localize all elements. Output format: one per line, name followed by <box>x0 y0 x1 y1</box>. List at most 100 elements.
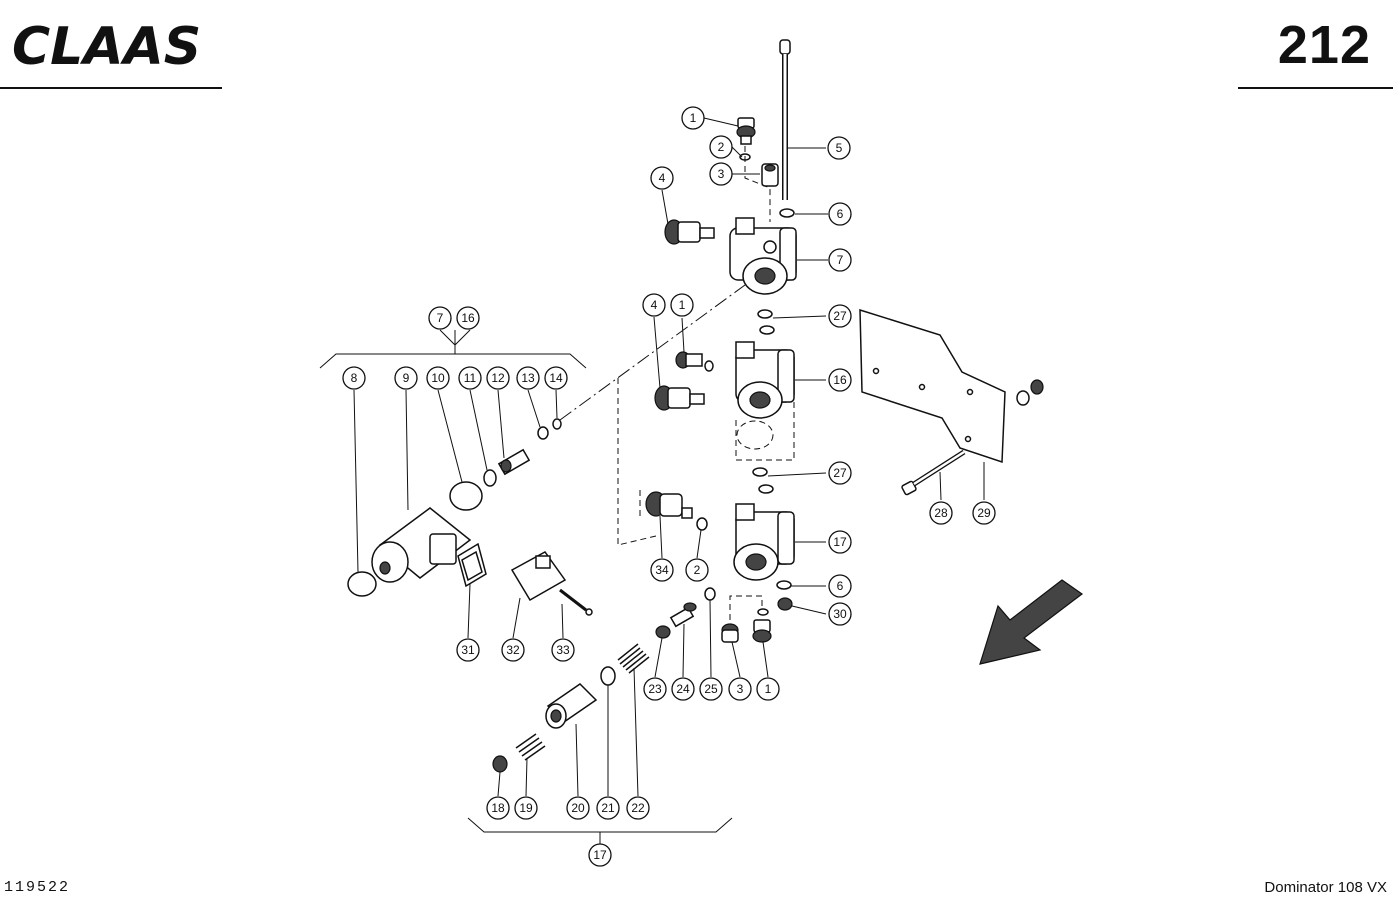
svg-text:19: 19 <box>519 801 533 815</box>
callout-1a: 1 <box>681 106 705 130</box>
callout-22: 22 <box>626 796 650 820</box>
centerline-1 <box>559 284 746 421</box>
header-rule-left <box>0 87 222 89</box>
svg-text:8: 8 <box>351 371 358 385</box>
nut-washer-bracket <box>1016 379 1044 406</box>
o-ring-11 <box>483 469 497 487</box>
callout-3a: 3 <box>709 162 733 186</box>
gasket-31 <box>457 542 487 588</box>
armature-12 <box>497 448 531 476</box>
callout-10: 10 <box>426 366 450 390</box>
svg-text:17: 17 <box>833 535 847 549</box>
svg-text:34: 34 <box>655 563 669 577</box>
valve-stem-24 <box>669 602 697 628</box>
header-rule-right <box>1238 87 1393 89</box>
svg-text:2: 2 <box>694 563 701 577</box>
svg-text:22: 22 <box>631 801 645 815</box>
svg-text:18: 18 <box>491 801 505 815</box>
svg-text:29: 29 <box>977 506 991 520</box>
svg-text:1: 1 <box>679 298 686 312</box>
svg-text:5: 5 <box>836 141 843 155</box>
page-number: 212 <box>1277 15 1371 75</box>
svg-text:25: 25 <box>704 682 718 696</box>
o-ring-14 <box>552 418 562 430</box>
screw-33 <box>559 588 593 616</box>
long-bolt <box>779 39 791 200</box>
callout-21: 21 <box>596 796 620 820</box>
callout-17b: 17 <box>588 843 612 867</box>
callout-14: 14 <box>544 366 568 390</box>
callout-6a: 6 <box>828 202 852 226</box>
callout-1c: 1 <box>756 677 780 701</box>
housing-20 <box>545 683 598 729</box>
callout-7b: 7 <box>428 306 452 330</box>
group-brace-top <box>319 353 587 369</box>
svg-text:13: 13 <box>521 371 535 385</box>
callout-24: 24 <box>671 677 695 701</box>
callout-31: 31 <box>456 638 480 662</box>
svg-text:7: 7 <box>437 311 444 325</box>
callout-12: 12 <box>486 366 510 390</box>
svg-text:16: 16 <box>461 311 475 325</box>
callout-25: 25 <box>699 677 723 701</box>
callout-1b: 1 <box>670 293 694 317</box>
leader-lines <box>353 117 985 797</box>
svg-text:31: 31 <box>461 643 475 657</box>
callout-4a: 4 <box>650 166 674 190</box>
plug-top <box>761 163 779 187</box>
washer-top <box>779 208 795 218</box>
callout-4b: 4 <box>642 293 666 317</box>
group-brace-top-stem <box>439 329 471 354</box>
o-ring-8 <box>347 571 377 597</box>
bracket-plate <box>859 308 1006 464</box>
svg-text:1: 1 <box>765 682 772 696</box>
svg-text:11: 11 <box>464 371 477 385</box>
solenoid-coil-9 <box>371 507 472 583</box>
svg-text:32: 32 <box>506 643 520 657</box>
fitting-bottom-1 <box>752 619 772 643</box>
spring-22 <box>617 643 650 674</box>
o-ring-27b-1 <box>752 467 768 477</box>
callout-32: 32 <box>501 638 525 662</box>
svg-text:4: 4 <box>659 171 666 185</box>
callout-34: 34 <box>650 558 674 582</box>
callout-2b: 2 <box>685 558 709 582</box>
svg-text:27: 27 <box>833 466 847 480</box>
callout-19: 19 <box>514 796 538 820</box>
callout-9: 9 <box>394 366 418 390</box>
callout-11: 11 <box>458 366 482 390</box>
o-ring-27b-2 <box>758 484 774 494</box>
callout-3b: 3 <box>728 677 752 701</box>
svg-text:28: 28 <box>934 506 948 520</box>
svg-text:6: 6 <box>837 207 844 221</box>
svg-text:30: 30 <box>833 607 847 621</box>
claas-logo-text: CLAAS <box>12 17 201 77</box>
callout-5: 5 <box>827 136 851 160</box>
filter-34 <box>645 491 693 519</box>
callout-23: 23 <box>643 677 667 701</box>
callout-2a: 2 <box>709 135 733 159</box>
washer-6b <box>776 580 792 590</box>
o-ring-2b <box>696 517 708 531</box>
centerline-2 <box>617 378 657 546</box>
svg-text:21: 21 <box>601 801 615 815</box>
machine-model: Dominator 108 VX <box>1264 879 1387 896</box>
claas-logo: CLAAS <box>12 17 201 77</box>
callout-16b: 16 <box>828 368 852 392</box>
svg-text:23: 23 <box>648 682 662 696</box>
nut-18 <box>492 755 508 773</box>
connector-plug-32 <box>510 551 567 602</box>
callout-18: 18 <box>486 796 510 820</box>
callout-17a: 17 <box>828 530 852 554</box>
o-ring-27a-1 <box>757 309 773 319</box>
svg-text:20: 20 <box>571 801 585 815</box>
fitting-side-middle <box>654 385 705 411</box>
svg-text:3: 3 <box>737 682 744 696</box>
callout-16a: 16 <box>456 306 480 330</box>
callout-8: 8 <box>342 366 366 390</box>
svg-text:10: 10 <box>431 371 445 385</box>
callout-29: 29 <box>972 501 996 525</box>
callout-33: 33 <box>551 638 575 662</box>
